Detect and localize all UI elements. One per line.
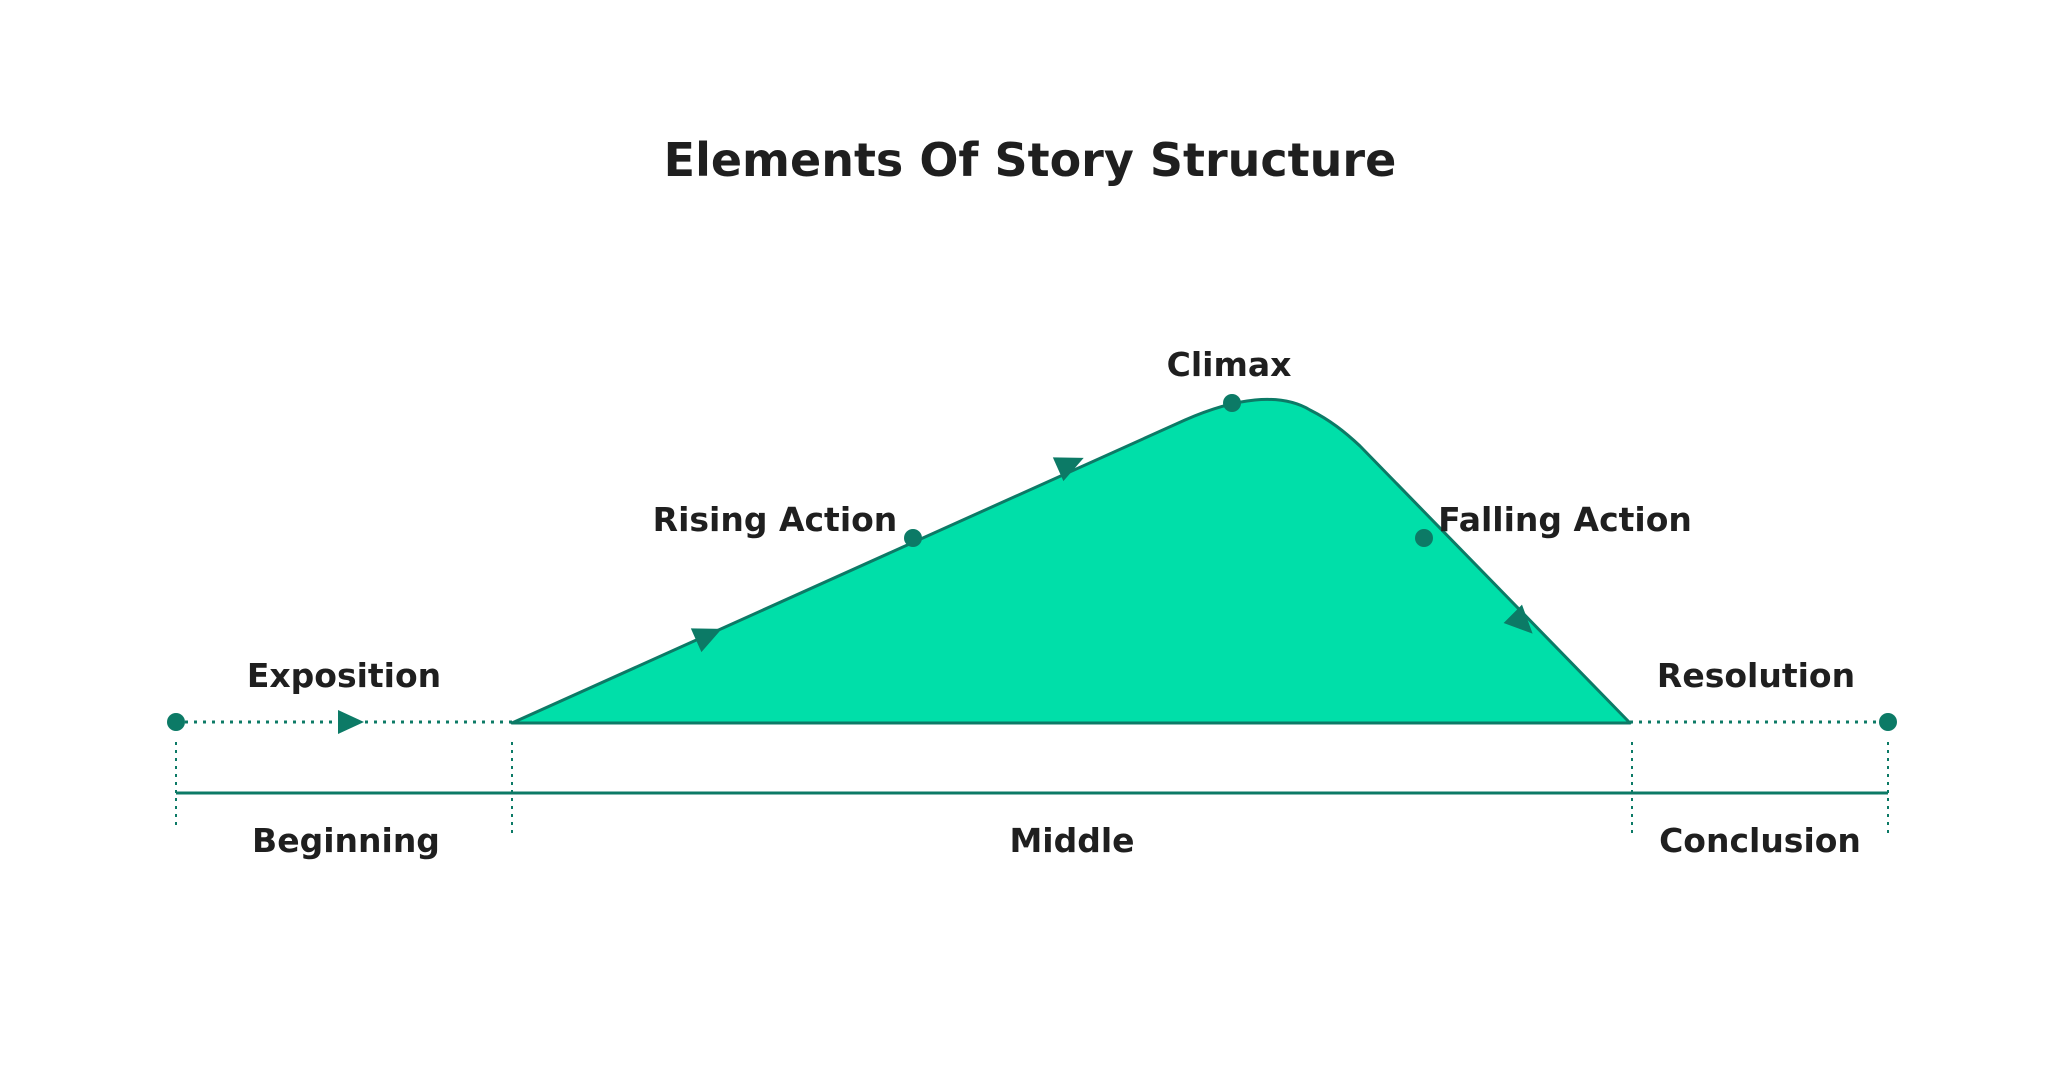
section-label-conclusion: Conclusion	[1659, 821, 1861, 860]
rising-action-point	[904, 529, 922, 547]
exposition-arrow-icon	[338, 710, 364, 734]
story-arc-area	[510, 397, 1632, 725]
end-point	[1879, 713, 1897, 731]
climax-point	[1223, 394, 1241, 412]
falling-action-point	[1415, 529, 1433, 547]
label-resolution: Resolution	[1657, 656, 1855, 695]
start-point	[167, 713, 185, 731]
section-label-beginning: Beginning	[252, 821, 440, 860]
rising-arrow-upper-icon	[1052, 457, 1084, 482]
section-label-middle: Middle	[1009, 821, 1134, 860]
page-title: Elements Of Story Structure	[664, 133, 1397, 187]
falling-arrow-icon	[1503, 604, 1533, 634]
label-falling-action: Falling Action	[1438, 500, 1692, 539]
label-exposition: Exposition	[247, 656, 441, 695]
label-climax: Climax	[1167, 345, 1292, 384]
label-rising-action: Rising Action	[653, 500, 898, 539]
rising-arrow-lower-icon	[690, 628, 722, 653]
